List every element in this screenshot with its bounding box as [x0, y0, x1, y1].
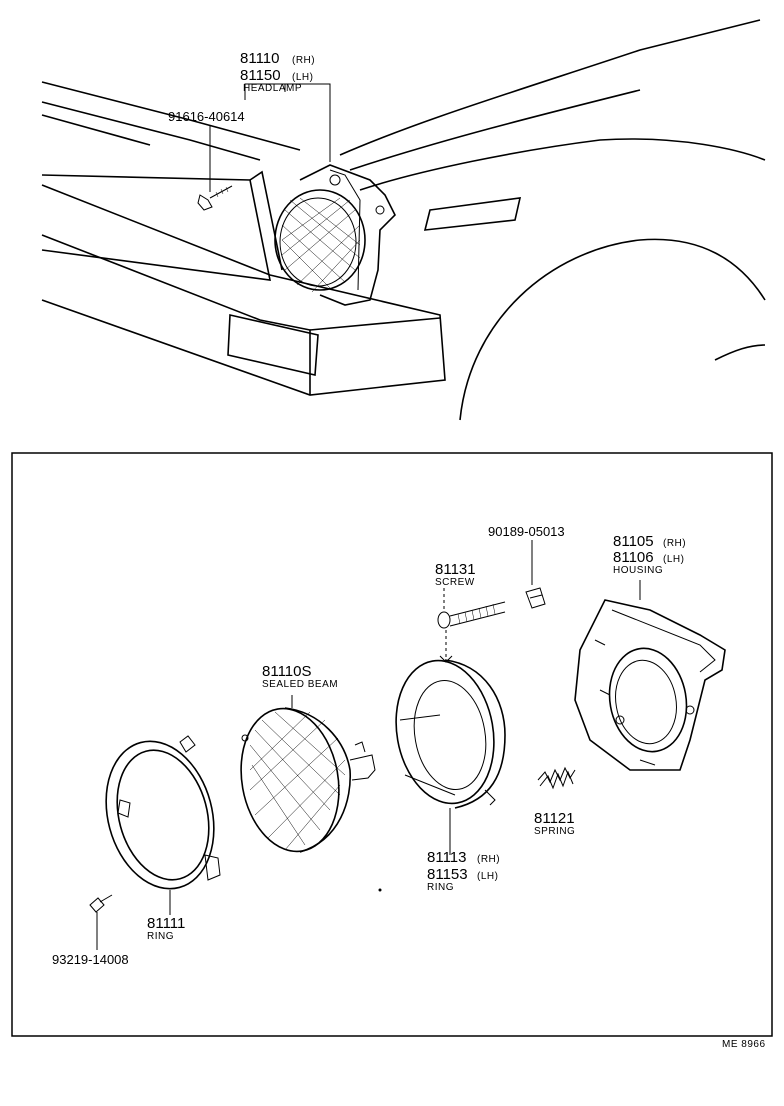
bottom-screw-number: 93219-14008: [52, 952, 129, 967]
screw-number: 81131: [435, 561, 476, 578]
exploded-parts: [89, 540, 726, 950]
headlamp-lh-side: (LH): [292, 72, 313, 83]
mount-ring-lh-side: (LH): [477, 871, 498, 882]
mount-ring-lh-number: 81153: [427, 866, 468, 883]
diagram-code: ME 8966: [722, 1039, 766, 1050]
housing-name: HOUSING: [613, 565, 663, 576]
bottom-screw-part: [89, 894, 113, 950]
spring-number: 81121: [534, 810, 575, 827]
exploded-view-frame: [11, 452, 773, 1037]
front-ring-name: RING: [147, 931, 174, 942]
mounting-ring-part: [395, 655, 506, 855]
top-screw-number: 91616-40614: [168, 109, 245, 124]
headlamp-rh-number: 81110: [240, 50, 280, 67]
clip-part: [525, 540, 546, 609]
headlamp-rh-side: (RH): [292, 55, 315, 66]
sealed-beam-name: SEALED BEAM: [262, 679, 338, 690]
mount-ring-rh-side: (RH): [477, 854, 500, 865]
mount-ring-rh-number: 81113: [427, 849, 467, 866]
front-ring-number: 81111: [147, 915, 185, 932]
housing-lh-number: 81106: [613, 549, 654, 566]
front-ring-part: [105, 735, 221, 890]
screw-name: SCREW: [435, 577, 475, 588]
headlamp-lh-number: 81150: [240, 67, 281, 84]
clip-number: 90189-05013: [488, 524, 565, 539]
adjust-screw-part: [437, 588, 506, 660]
headlamp-name: HEADLAMP: [243, 83, 302, 94]
mount-ring-name: RING: [427, 882, 454, 893]
sealed-beam-part: [240, 707, 376, 853]
sealed-beam-number: 81110S: [262, 663, 312, 680]
spring-name: SPRING: [534, 826, 575, 837]
housing-lh-side: (LH): [663, 554, 684, 565]
housing-part: [574, 580, 726, 771]
housing-rh-side: (RH): [663, 538, 686, 549]
housing-rh-number: 81105: [613, 533, 654, 550]
spring-part: [537, 766, 576, 790]
vehicle-front-illustration: [41, 19, 766, 421]
